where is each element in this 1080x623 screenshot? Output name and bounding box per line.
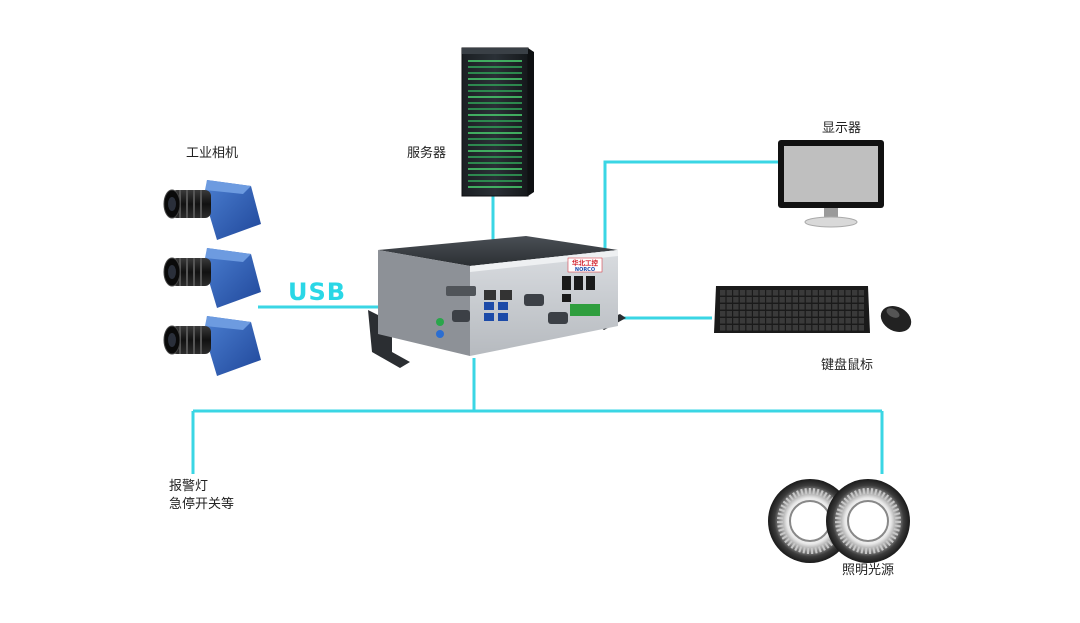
monitor-label: 显示器 xyxy=(822,121,862,136)
camera-group xyxy=(163,180,261,376)
alarm-label-line1: 报警灯 xyxy=(169,479,209,494)
monitor-link-line xyxy=(603,160,780,252)
alarm-label-line2: 急停开关等 xyxy=(169,497,235,512)
server-rack xyxy=(461,47,534,197)
light-source-label: 照明光源 xyxy=(842,563,895,578)
monitor xyxy=(778,140,884,228)
rack-led-grid xyxy=(468,60,522,188)
keyboard-keys xyxy=(720,290,864,331)
usb-label: USB xyxy=(288,278,347,306)
camera-label: 工业相机 xyxy=(186,146,239,161)
keyboard-mouse-label: 键盘鼠标 xyxy=(821,358,874,373)
connection-lines xyxy=(191,160,884,474)
brand-logo-en: NORCO xyxy=(575,267,595,273)
industrial-camera-3 xyxy=(163,316,261,376)
industrial-pc: 华北工控 NORCO xyxy=(368,236,626,368)
ring-light-left xyxy=(768,479,852,563)
usb-port-group xyxy=(562,276,595,302)
ring-light-right xyxy=(826,479,910,563)
industrial-camera-2 xyxy=(163,248,261,308)
server-label: 服务器 xyxy=(407,146,447,161)
industrial-camera-1 xyxy=(163,180,261,240)
keyboard xyxy=(714,286,870,333)
mouse xyxy=(880,306,912,332)
brand-logo: 华北工控 xyxy=(572,258,599,267)
